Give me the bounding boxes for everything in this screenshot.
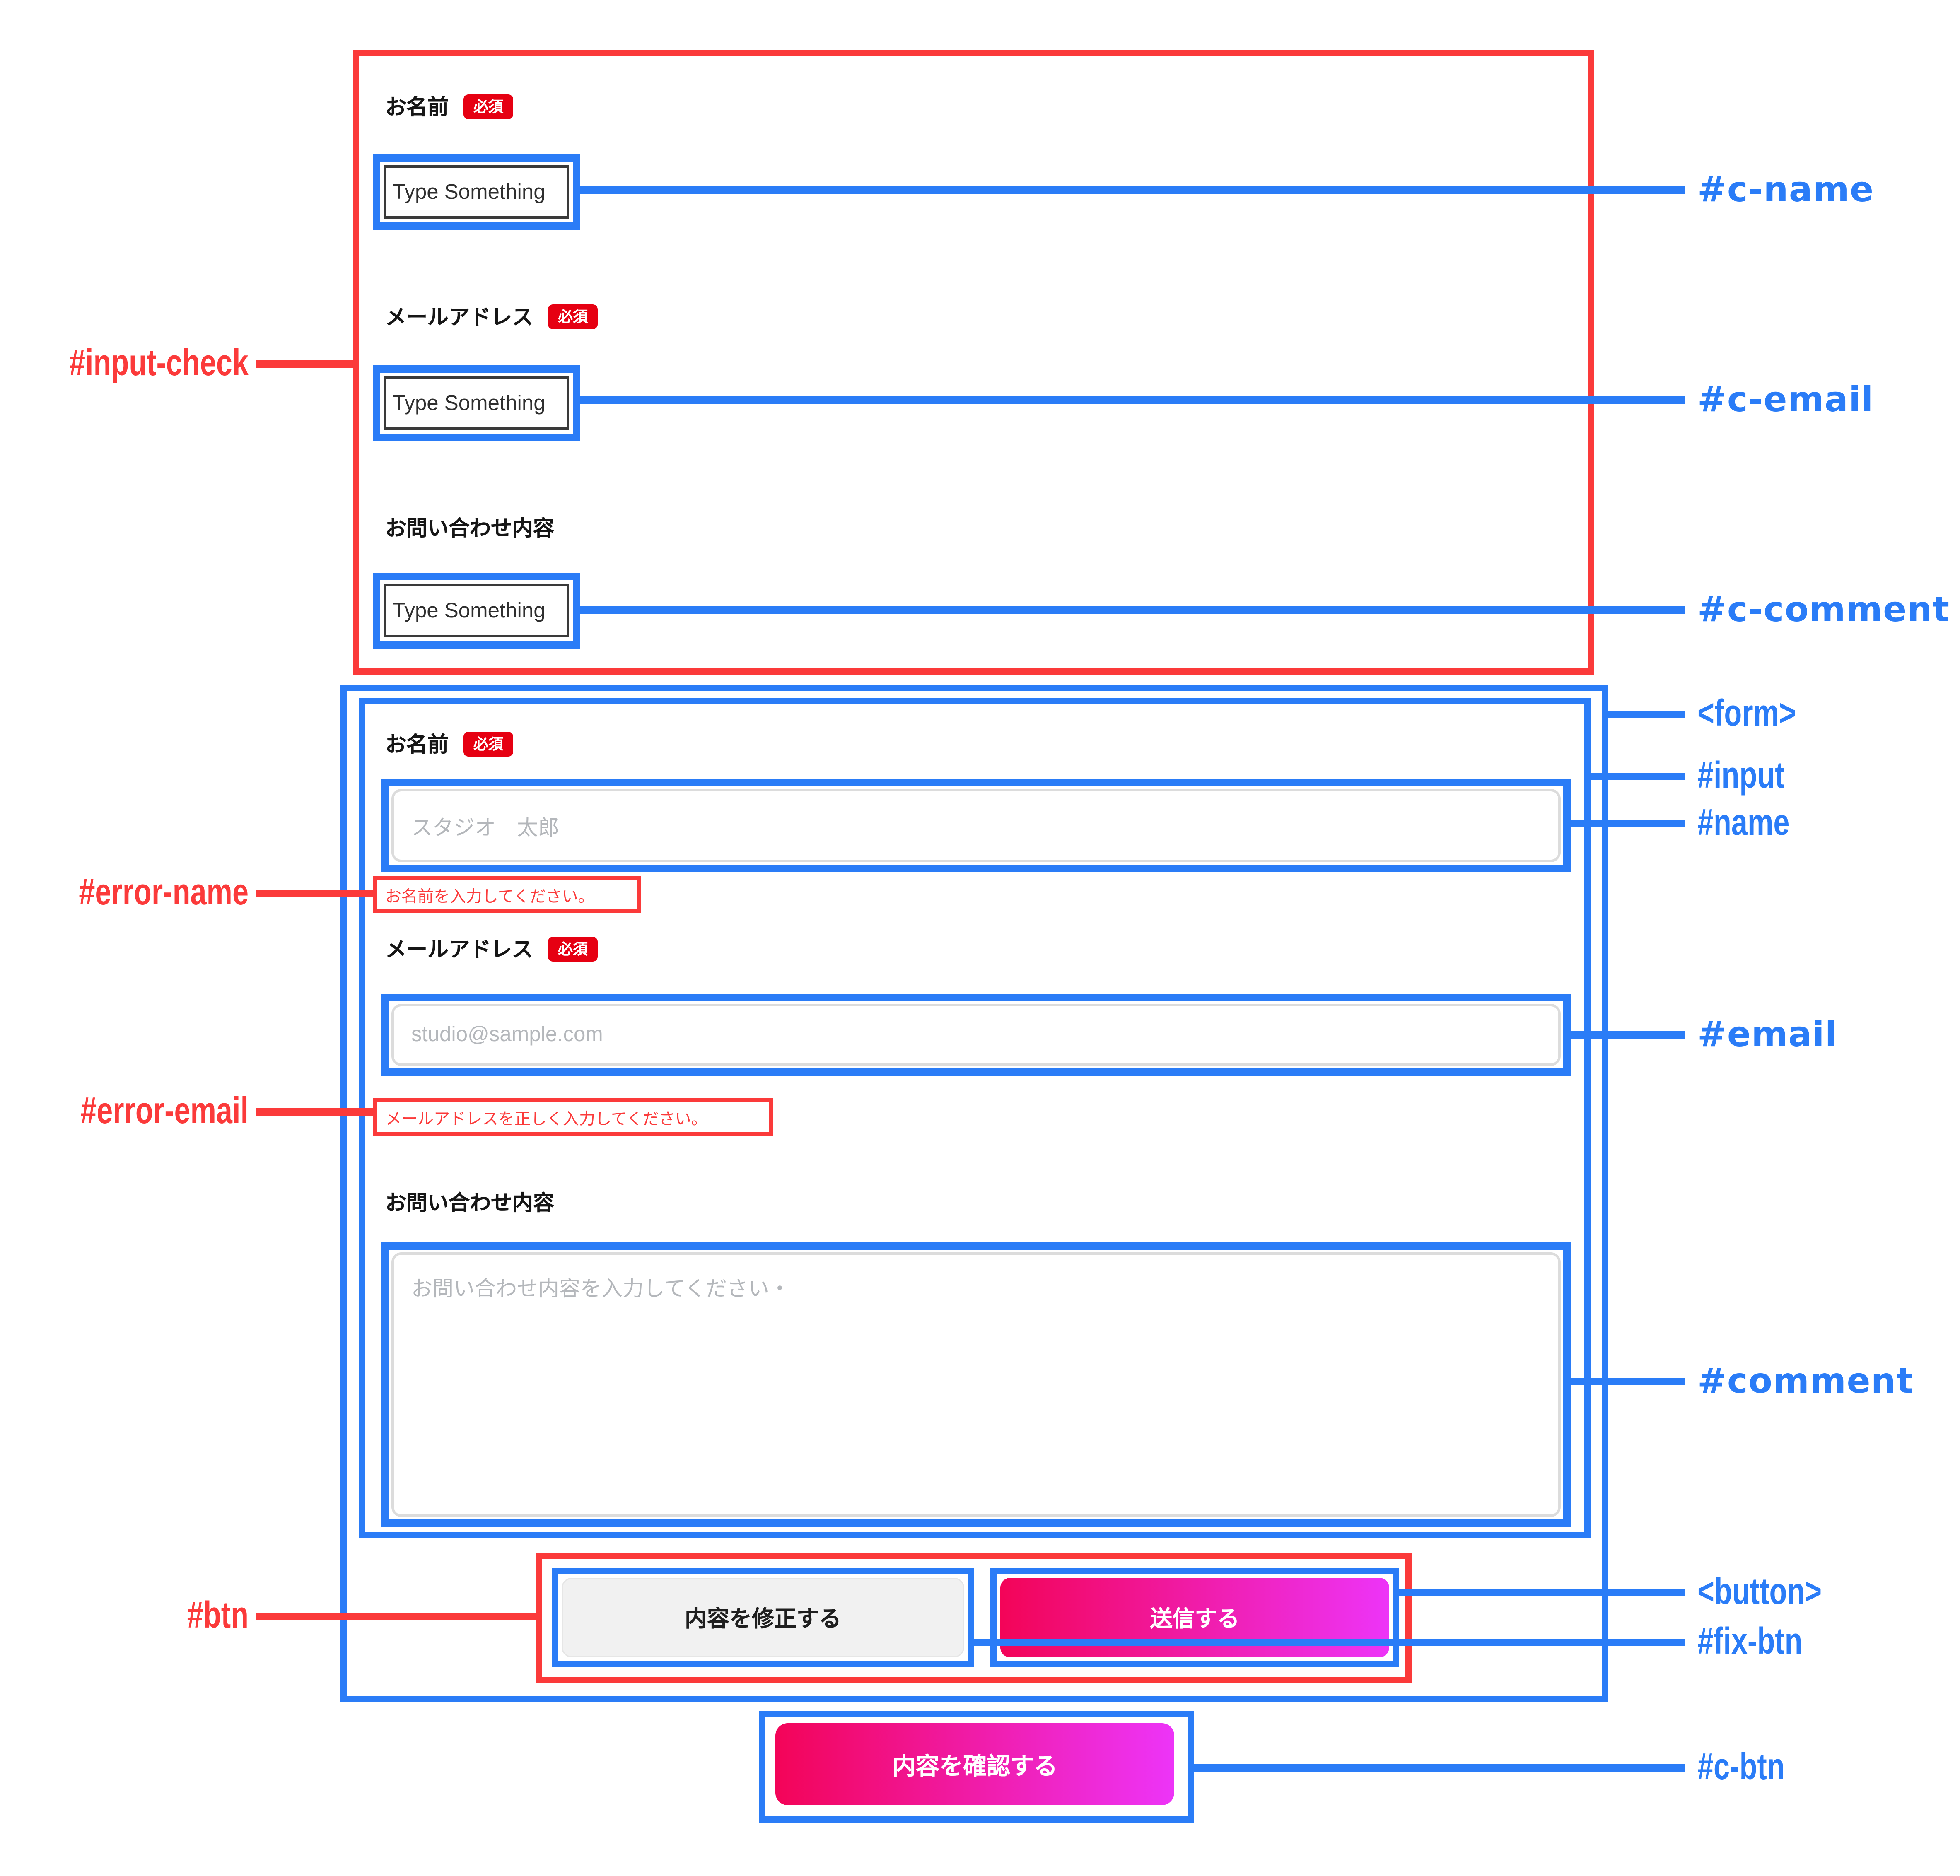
- field-label-text: メールアドレス: [385, 306, 533, 329]
- c-name-input-box: Type Something: [373, 154, 580, 230]
- input-group-box: [359, 698, 1591, 1538]
- email-input[interactable]: studio@sample.com: [391, 1004, 1561, 1066]
- name-input[interactable]: スタジオ 太郎: [391, 789, 1561, 862]
- annotation-label-comment: #comment: [1697, 1360, 1914, 1401]
- connector-c-name: [580, 186, 1685, 194]
- required-badge: 必須: [463, 732, 514, 757]
- annotation-label-fix-btn: #fix-btn: [1697, 1621, 1803, 1662]
- field-label-text: メールアドレス: [385, 938, 533, 962]
- field-label-text: お名前: [385, 733, 449, 757]
- field-label-text: お問い合わせ内容: [385, 517, 554, 540]
- annotation-label-input: #input: [1697, 755, 1785, 796]
- field-label-email: メールアドレス必須: [385, 932, 598, 963]
- field-label-text: お問い合わせ内容: [385, 1191, 554, 1215]
- field-label-email: メールアドレス必須: [385, 299, 598, 330]
- annotation-label-error-email: #error-email: [80, 1091, 249, 1132]
- connector-email: [1571, 1031, 1685, 1039]
- connector-form: [1608, 711, 1685, 718]
- c-email-input[interactable]: Type Something: [384, 376, 569, 430]
- error-email-message: メールアドレスを正しく入力してください。: [373, 1098, 773, 1136]
- name-input-box: スタジオ 太郎: [381, 779, 1571, 872]
- required-badge: 必須: [548, 304, 598, 329]
- field-label-text: お名前: [385, 96, 449, 119]
- connector-c-btn: [1194, 1764, 1685, 1772]
- field-label-comment: お問い合わせ内容: [385, 511, 554, 542]
- annotation-label-btn: #btn: [187, 1595, 249, 1636]
- connector-button: [1399, 1589, 1685, 1596]
- c-name-input[interactable]: Type Something: [384, 165, 569, 219]
- submit-btn-annotation-box: [990, 1568, 1399, 1667]
- field-label-name: お名前必須: [385, 89, 514, 121]
- annotation-label-c-name: #c-name: [1697, 169, 1874, 210]
- field-label-comment: お問い合わせ内容: [385, 1185, 554, 1216]
- annotation-label-error-name: #error-name: [79, 872, 249, 913]
- connector-fix-btn: [974, 1639, 1685, 1646]
- connector-c-email: [580, 396, 1685, 404]
- connector-btn: [256, 1613, 536, 1620]
- connector-error-email: [256, 1108, 373, 1116]
- confirm-button[interactable]: 内容を確認する: [775, 1723, 1174, 1805]
- connector-error-name: [256, 890, 373, 897]
- input-check-box: [353, 50, 1594, 675]
- annotation-label-input-check: #input-check: [69, 343, 249, 384]
- annotation-label-email: #email: [1697, 1014, 1838, 1055]
- connector-input: [1591, 773, 1685, 780]
- required-badge: 必須: [463, 94, 514, 119]
- annotation-label-name: #name: [1697, 803, 1790, 844]
- connector-c-comment: [580, 606, 1685, 614]
- annotation-label-form: <form>: [1697, 693, 1796, 734]
- email-input-box: studio@sample.com: [381, 994, 1571, 1076]
- connector-comment: [1571, 1378, 1685, 1385]
- connector-input-check: [256, 360, 353, 368]
- c-comment-input-box: Type Something: [373, 573, 580, 649]
- annotation-label-c-btn: #c-btn: [1697, 1747, 1785, 1788]
- c-comment-input[interactable]: Type Something: [384, 584, 569, 637]
- annotation-label-c-comment: #c-comment: [1697, 589, 1950, 630]
- btn-box: [536, 1553, 1412, 1683]
- fix-button[interactable]: 内容を修正する: [562, 1578, 964, 1657]
- connector-name: [1571, 820, 1685, 827]
- c-email-input-box: Type Something: [373, 365, 580, 441]
- required-badge: 必須: [548, 937, 598, 962]
- comment-textarea[interactable]: お問い合わせ内容を入力してください・: [391, 1252, 1561, 1517]
- annotation-label-button: <button>: [1697, 1572, 1822, 1613]
- annotation-label-c-email: #c-email: [1697, 379, 1874, 420]
- fix-btn-annotation-box: [552, 1568, 974, 1667]
- comment-textarea-box: お問い合わせ内容を入力してください・: [381, 1242, 1571, 1527]
- error-name-message: お名前を入力してください。: [373, 876, 641, 913]
- field-label-name: お名前必須: [385, 727, 514, 758]
- confirm-btn-annotation-box: [759, 1711, 1194, 1823]
- form-box: [340, 685, 1608, 1702]
